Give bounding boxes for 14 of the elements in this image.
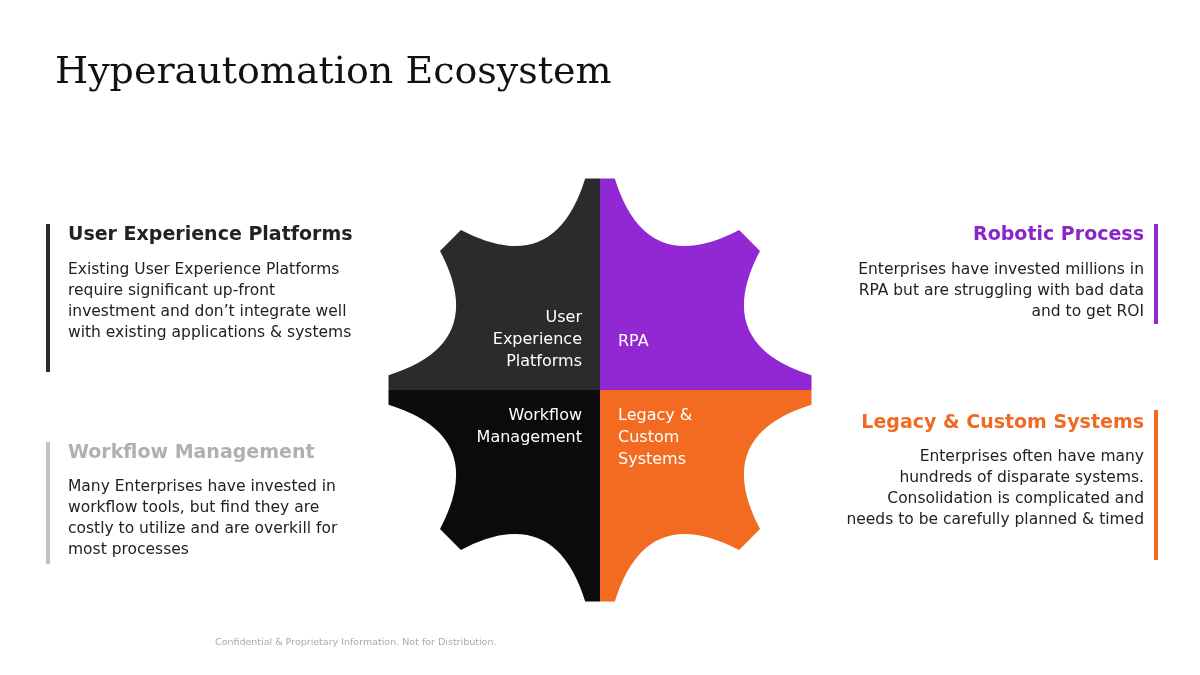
segment-label: Legacy & Custom Systems <box>618 404 694 470</box>
segment-label: User Experience Platforms <box>491 306 582 372</box>
description-text: Enterprises have invested millions in RPA but are struggling with bad data and to get ROI <box>857 259 1144 322</box>
segment-label: Workflow Management <box>475 404 582 448</box>
footer-note: Confidential & Proprietary Information. Not for Distribution. <box>215 636 497 647</box>
title: Hyperautomation Ecosystem <box>55 48 612 92</box>
section-heading: Legacy & Custom Systems <box>861 410 1144 432</box>
segment-label: RPA <box>618 330 650 352</box>
section-heading: User Experience Platforms <box>68 222 353 244</box>
section-heading: Robotic Process <box>973 222 1144 244</box>
description-text: Many Enterprises have invested in workflow tools, but find they are costly to utilize and are overkill for most processes <box>68 476 339 560</box>
description-text: Existing User Experience Platforms require significant up-front investment and don’t integrate well with existing applications & systems <box>68 259 353 343</box>
section-heading: Workflow Management <box>68 440 315 462</box>
description-text: Enterprises often have many hundreds of disparate systems. Consolidation is complicated and needs to be carefully planned & timed <box>845 446 1144 530</box>
